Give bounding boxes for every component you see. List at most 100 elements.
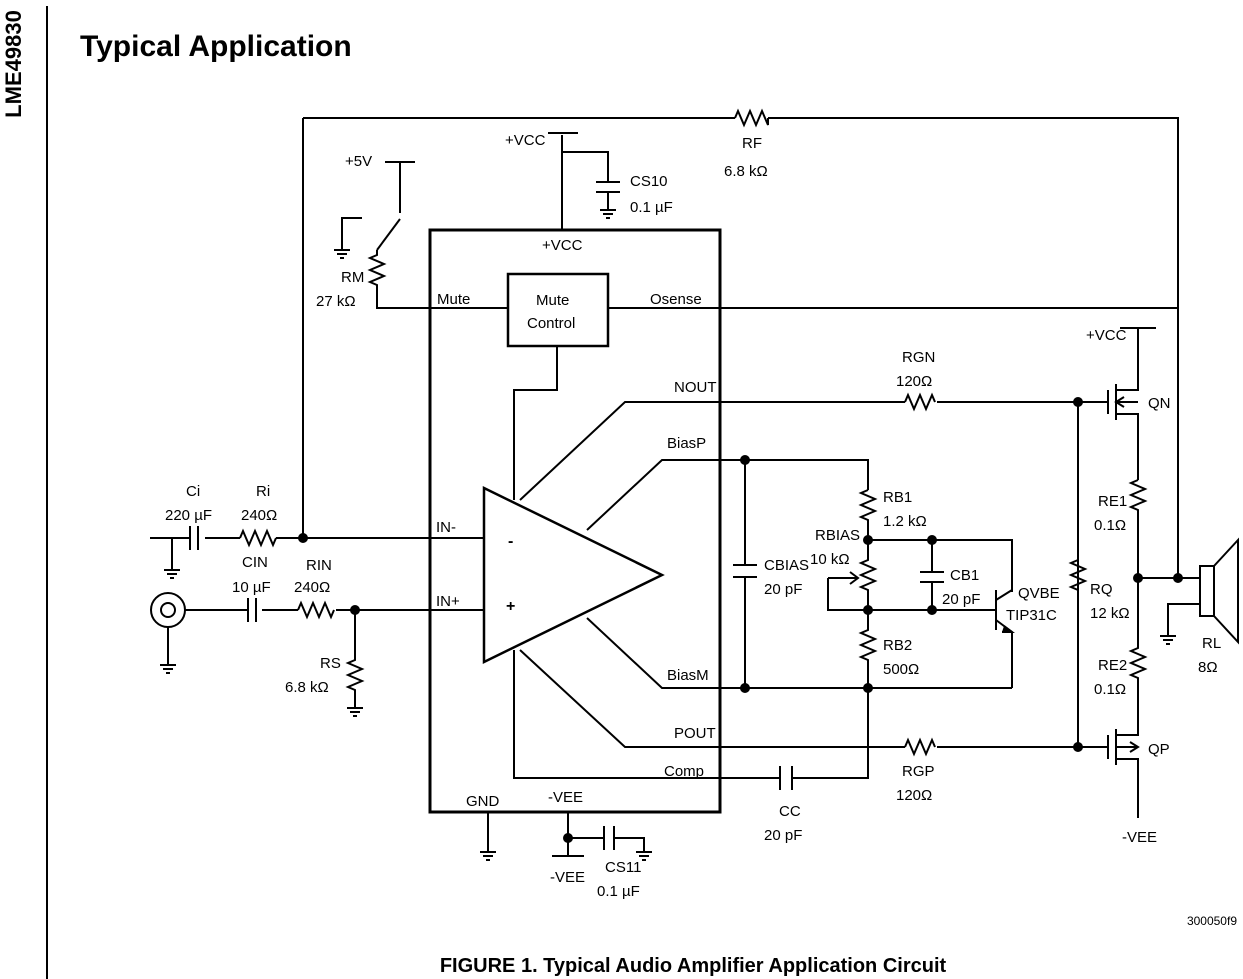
mute-switch-arm — [376, 218, 401, 251]
ic-vee-label: -VEE — [548, 789, 583, 806]
cc-value: 20 pF — [764, 827, 802, 844]
cin-name: CIN — [242, 554, 268, 571]
rgn-resistor — [904, 392, 936, 412]
comp-wire — [513, 650, 869, 779]
jack-gnd — [160, 627, 176, 674]
cs11-name: CS11 — [605, 859, 641, 876]
cbias-name: CBIAS — [764, 557, 809, 574]
rgp-value: 120Ω — [896, 787, 932, 804]
rq-value: 12 kΩ — [1090, 605, 1130, 622]
ri-resistor — [239, 528, 277, 548]
rl-name: RL — [1202, 635, 1221, 652]
qn-label: QN — [1148, 395, 1171, 412]
rin-resistor — [297, 600, 335, 620]
ci-gnd — [164, 538, 180, 579]
speaker-gnd — [1160, 603, 1200, 645]
input-jack-outer — [150, 592, 186, 628]
cs11-value: 0.1 µF — [597, 883, 640, 900]
rq-resistor — [1068, 559, 1088, 591]
ri-name: Ri — [256, 483, 270, 500]
section-title: Typical Application — [80, 30, 352, 63]
ci-value: 220 µF — [165, 507, 212, 524]
mute-control-box — [506, 272, 610, 348]
rb1-value: 1.2 kΩ — [883, 513, 927, 530]
cs10-wire — [562, 151, 620, 219]
rf-value: 6.8 kΩ — [724, 163, 768, 180]
ic-vcc-label: +VCC — [542, 237, 583, 254]
rb1-resistor — [858, 489, 878, 540]
vcc-top-label: +VCC — [505, 132, 546, 149]
rf-wire — [303, 117, 1179, 578]
cb1-value: 20 pF — [942, 591, 980, 608]
rm-value: 27 kΩ — [316, 293, 356, 310]
cb1-cap — [920, 540, 944, 610]
node-ri — [298, 533, 308, 543]
cc-cap — [779, 766, 793, 790]
qvbe-value: TIP31C — [1006, 607, 1057, 624]
re2-value: 0.1Ω — [1094, 681, 1126, 698]
qn-mosfet — [1107, 328, 1139, 480]
biasp-label: BiasP — [667, 435, 706, 452]
nout-wire — [519, 401, 1108, 501]
qvbe-name: QVBE — [1018, 585, 1060, 602]
qvbe-arrow — [1002, 625, 1015, 633]
rs-value: 6.8 kΩ — [285, 679, 329, 696]
opamp-minus-sign: - — [508, 533, 513, 550]
rin-name: RIN — [306, 557, 332, 574]
pout-label: POUT — [674, 725, 716, 742]
page-rule — [46, 6, 48, 979]
cin-value: 10 µF — [232, 579, 271, 596]
rb1-to-cb1 — [868, 539, 1013, 592]
rm-name: RM — [341, 269, 364, 286]
rs-resistor — [345, 610, 365, 717]
vee-bottom-label: -VEE — [550, 869, 585, 886]
cb1-name: CB1 — [950, 567, 979, 584]
rf-resistor — [734, 108, 769, 128]
rm-resistor — [367, 250, 430, 309]
mute-control-label-2: Control — [527, 315, 575, 332]
re1-value: 0.1Ω — [1094, 517, 1126, 534]
rb2-value: 500Ω — [883, 661, 919, 678]
ci-name: Ci — [186, 483, 200, 500]
node-rq-bot — [1073, 742, 1083, 752]
re2-resistor — [1128, 578, 1148, 730]
rf-name: RF — [742, 135, 762, 152]
comp-label: Comp — [664, 763, 704, 780]
five-v-label: +5V — [345, 153, 372, 170]
rbias-name: RBIAS — [815, 527, 860, 544]
cc-name: CC — [779, 803, 801, 820]
node-rq-top — [1073, 397, 1083, 407]
figure-code: 300050f9 — [1186, 914, 1237, 928]
vcc-right-label: +VCC — [1086, 327, 1127, 344]
speaker-cone — [1213, 537, 1239, 645]
mute-switch-gnd — [334, 217, 362, 259]
biasm-label: BiasM — [667, 667, 709, 684]
vcc-top-wire — [548, 132, 578, 230]
biasm-wire — [586, 617, 1012, 689]
ic-body — [428, 228, 722, 814]
cs11-cap — [568, 826, 652, 861]
rl-value: 8Ω — [1198, 659, 1218, 676]
pout-wire — [519, 649, 1108, 748]
rgn-name: RGN — [902, 349, 935, 366]
nout-label: NOUT — [674, 379, 717, 396]
opamp-plus-sign: + — [506, 598, 515, 615]
rb1-name: RB1 — [883, 489, 912, 506]
re1-resistor — [1128, 479, 1148, 578]
mute-pin-label: Mute — [437, 291, 470, 308]
in-plus-label: IN+ — [436, 593, 460, 610]
rs-name: RS — [320, 655, 341, 672]
rb2-resistor — [858, 610, 878, 688]
five-v-wire — [385, 161, 415, 213]
gnd-pin — [480, 812, 496, 861]
rgn-value: 120Ω — [896, 373, 932, 390]
input-jack-inner — [160, 602, 176, 618]
cbias-cap — [733, 460, 757, 688]
osense-label: Osense — [650, 291, 702, 308]
ci-cap — [189, 526, 199, 550]
rbias-wiper — [827, 571, 868, 611]
gnd-label: GND — [466, 793, 500, 810]
rbias-value: 10 kΩ — [810, 551, 850, 568]
cs10-name: CS10 — [630, 173, 668, 190]
rgp-name: RGP — [902, 763, 935, 780]
